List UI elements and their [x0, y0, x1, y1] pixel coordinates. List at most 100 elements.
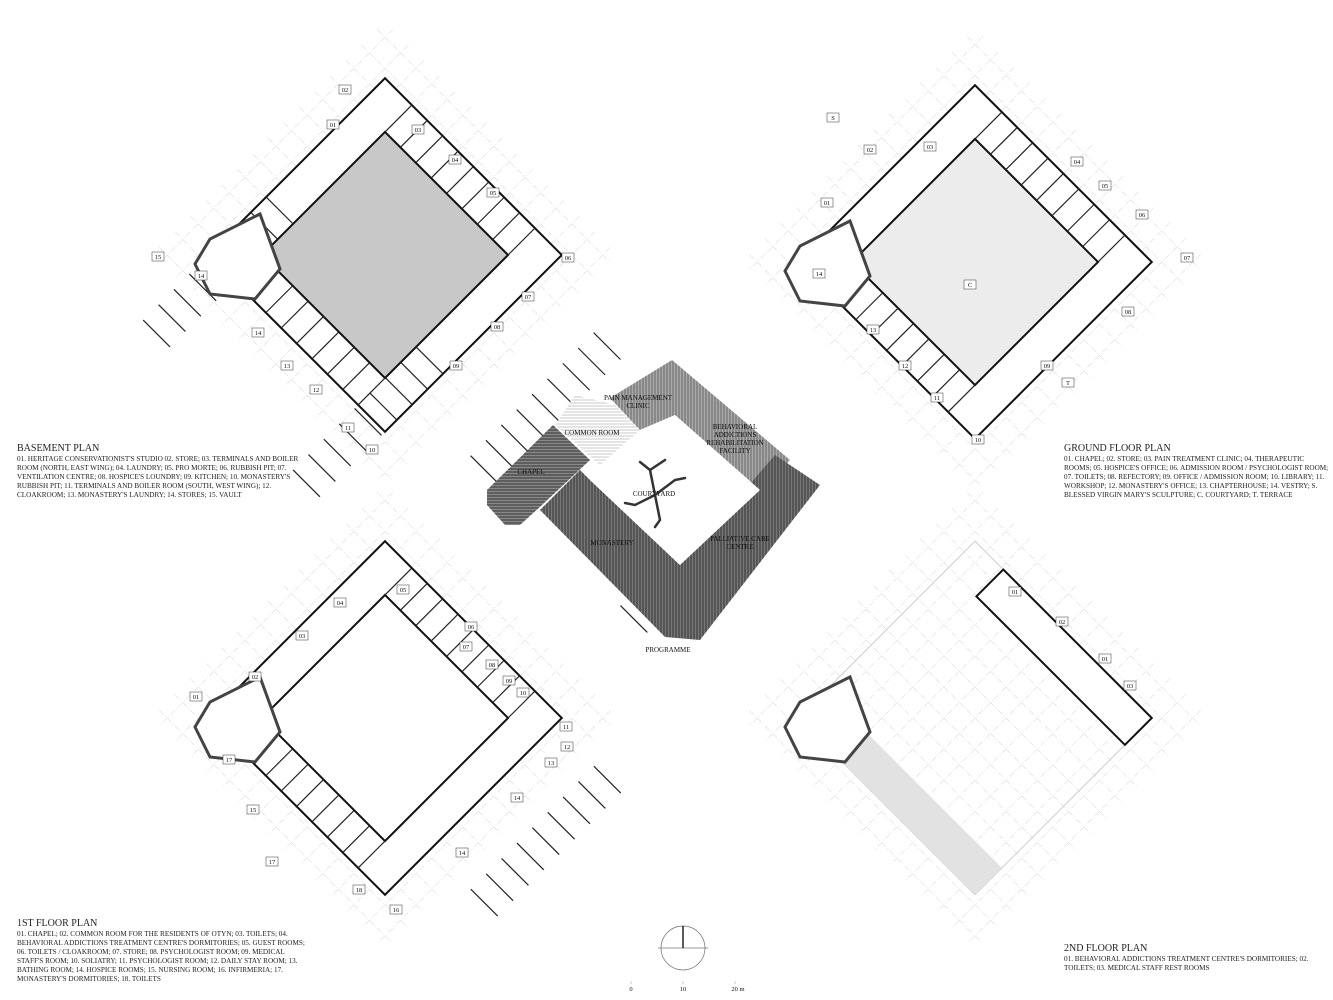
chapel-outline: [783, 218, 872, 308]
scale-tick-10: 10: [680, 986, 687, 993]
room-number-label: 01: [1098, 653, 1112, 664]
partition-wall: [280, 763, 309, 792]
svg-text:07: 07: [525, 294, 532, 301]
first-legend: 1ST FLOOR PLAN 01. CHAPEL; 02. COMMON RO…: [17, 918, 312, 984]
grid-line: [749, 254, 983, 488]
svg-text:17: 17: [226, 757, 233, 764]
svg-text:02: 02: [867, 147, 874, 154]
svg-text:10: 10: [975, 437, 982, 444]
partition-wall: [577, 347, 606, 376]
svg-text:06: 06: [468, 624, 475, 631]
dormitory-wing: [975, 568, 1154, 747]
room-number-label: 14: [510, 792, 524, 803]
partition-wall: [311, 331, 340, 360]
ground-plan-legend: 01. CHAPEL; 02. STORE; 03. PAIN TREATMEN…: [1064, 455, 1329, 499]
partition-wall: [620, 605, 648, 633]
programme-wing-chapel: [487, 425, 590, 525]
room-number-label: 06: [561, 252, 575, 263]
ground-plan-title: GROUND FLOOR PLAN: [1064, 443, 1171, 454]
svg-text:17: 17: [269, 859, 276, 866]
grid-line: [361, 231, 596, 466]
programme-courtyard: [590, 415, 760, 565]
room-number-label: 02: [1055, 616, 1069, 627]
svg-text:09: 09: [1044, 363, 1051, 370]
partition-wall: [547, 378, 575, 407]
programme-wing-palliative: [680, 455, 820, 640]
svg-text:18: 18: [356, 887, 363, 894]
partition-wall: [326, 346, 355, 375]
programme-title: PROGRAMME: [645, 646, 690, 654]
partition-wall: [384, 104, 413, 133]
room-number-label: 06: [464, 621, 478, 632]
ground-legend: GROUND FLOOR PLAN 01. CHAPEL; 02. STORE;…: [1064, 443, 1329, 500]
svg-text:02: 02: [1059, 619, 1066, 626]
programme-wing-pain-clinic: [610, 360, 790, 490]
svg-text:14: 14: [255, 330, 262, 337]
partition-wall: [446, 166, 474, 194]
programme-wing-monastery: [540, 470, 700, 640]
partition-wall: [562, 362, 591, 391]
partition-wall: [562, 796, 591, 825]
partition-wall: [265, 196, 294, 225]
partition-wall: [916, 353, 945, 382]
room-number-label: 04: [1070, 156, 1084, 167]
partition-wall: [326, 809, 355, 838]
room-number-label: 09: [449, 360, 463, 371]
label-pain-1: PAIN MANAGEMENT: [604, 394, 673, 402]
room-number-label: 05: [396, 584, 410, 595]
room-number-label: C: [963, 279, 977, 290]
svg-text:T: T: [1066, 380, 1070, 387]
first-plan-legend: 01. CHAPEL; 02. COMMON ROOM FOR THE RESI…: [17, 930, 305, 983]
room-number-label: 07: [1180, 252, 1194, 263]
room-number-label: 08: [1121, 306, 1135, 317]
svg-text:03: 03: [1127, 683, 1134, 690]
label-behavioral-1: BEHAVIORAL: [713, 423, 758, 431]
scale-tick-0: 0: [629, 986, 632, 993]
svg-text:13: 13: [548, 760, 555, 767]
partition-wall: [158, 304, 186, 332]
svg-text:06: 06: [1139, 212, 1146, 219]
room-number-label: 02: [248, 671, 262, 682]
room-number-label: 17: [265, 856, 279, 867]
partition-wall: [142, 319, 171, 348]
grid-line: [361, 694, 596, 929]
svg-text:13: 13: [870, 327, 877, 334]
room-number-label: 03: [1123, 680, 1137, 691]
label-monastery: MONASTERY: [590, 539, 633, 547]
partition-wall: [989, 127, 1018, 155]
room-number-label: 12: [560, 741, 574, 752]
svg-text:08: 08: [494, 324, 501, 331]
partition-wall: [932, 369, 961, 397]
room-number-label: 13: [544, 757, 558, 768]
partition-wall: [280, 300, 309, 329]
label-common-room: COMMON ROOM: [564, 429, 620, 437]
svg-text:05: 05: [490, 190, 497, 197]
partition-wall: [516, 842, 545, 871]
room-number-label: 07: [459, 641, 473, 652]
room-number-label: T: [1061, 377, 1075, 388]
chapel-outline: [193, 211, 282, 301]
partition-wall: [369, 392, 398, 421]
partition-wall: [399, 583, 428, 611]
svg-text:08: 08: [1125, 309, 1132, 316]
room-number-label: 14: [251, 327, 265, 338]
room-number-label: 03: [295, 630, 309, 641]
svg-text:09: 09: [506, 678, 513, 685]
room-number-label: 15: [151, 251, 165, 262]
room-number-label: 11: [559, 721, 573, 732]
room-number-label: 14: [812, 268, 826, 279]
grid-line: [159, 247, 393, 481]
partition-wall: [308, 454, 336, 482]
partition-wall: [547, 811, 576, 840]
partition-wall: [886, 323, 914, 351]
partition-wall: [357, 840, 386, 869]
svg-text:04: 04: [1074, 159, 1081, 166]
room-number-label: 02: [338, 84, 352, 95]
basement-legend: BASEMENT PLAN 01. HERITAGE CONSERVATIONI…: [17, 443, 317, 500]
room-number-label: 14: [455, 847, 469, 858]
partition-wall: [593, 765, 622, 794]
svg-text:06: 06: [565, 255, 572, 262]
